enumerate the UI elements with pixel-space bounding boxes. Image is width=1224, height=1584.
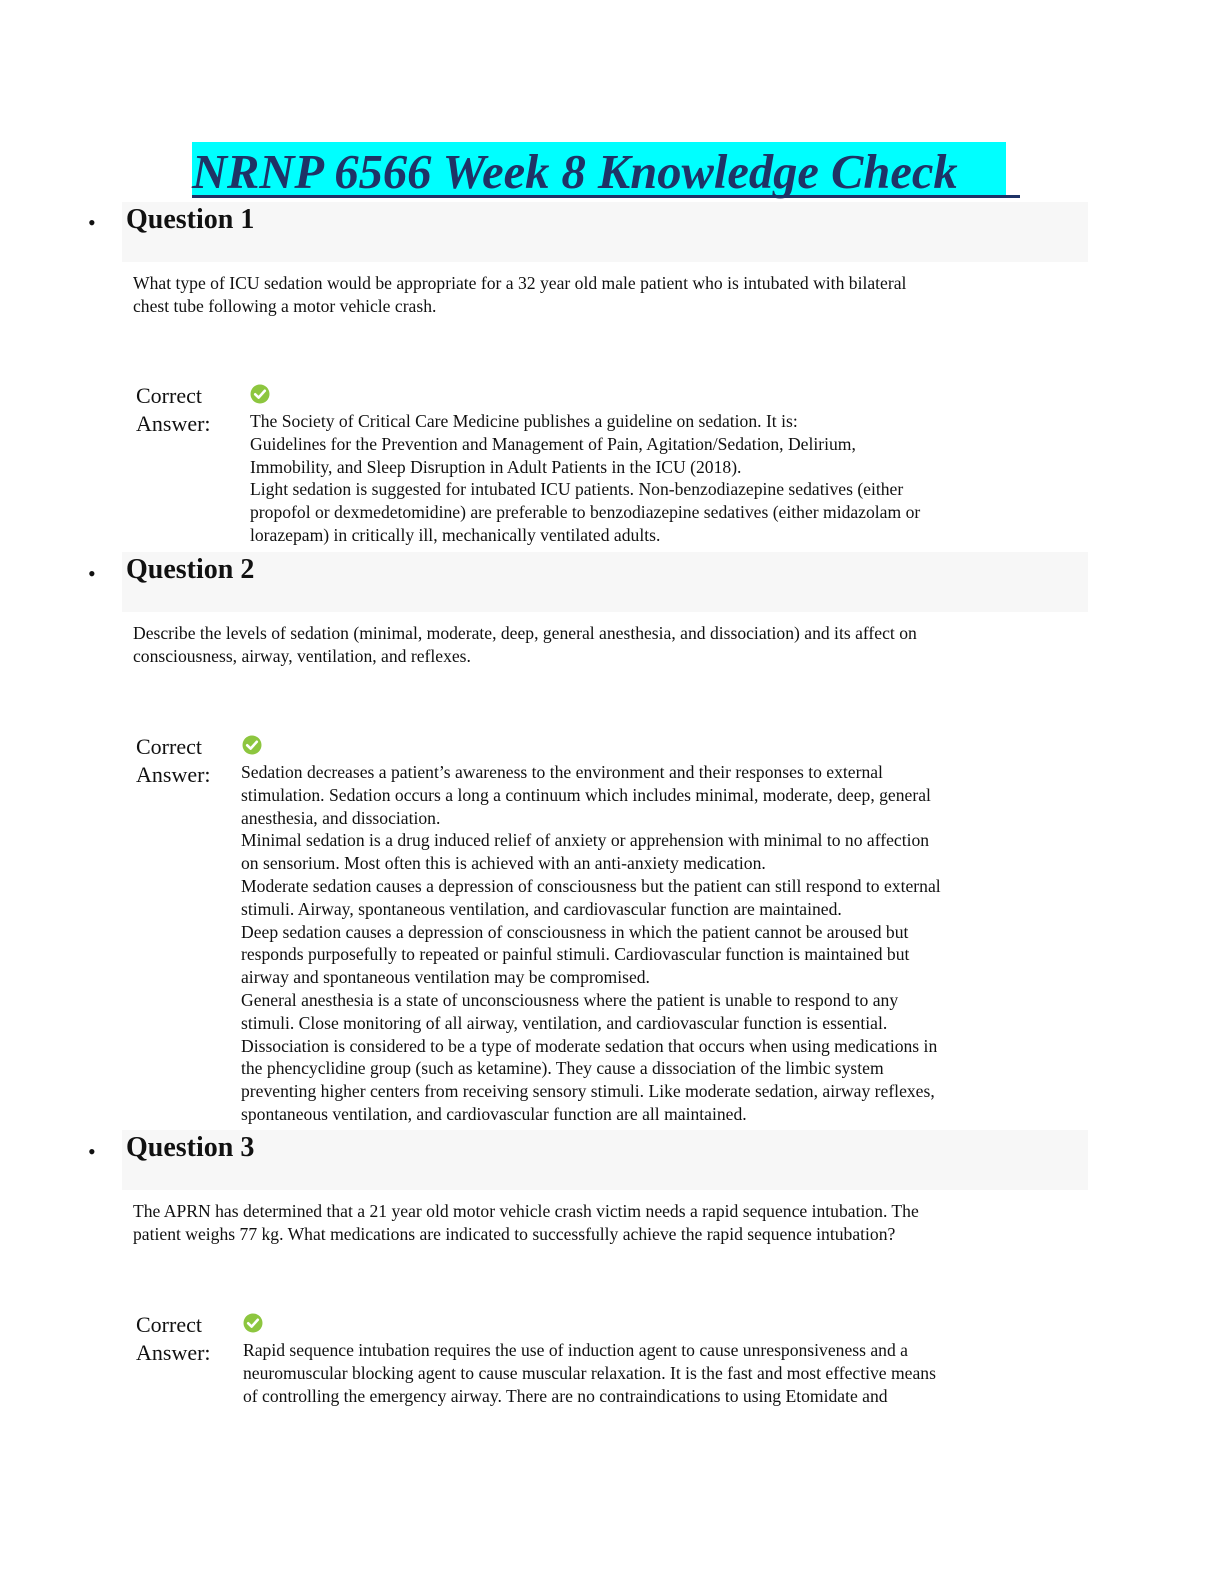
question-band [122, 552, 1088, 612]
answer-line: Guidelines for the Prevention and Manage… [250, 433, 856, 454]
question-text-line: The APRN has determined that a 21 year o… [133, 1201, 919, 1221]
answer-line: General anesthesia is a state of unconsc… [241, 989, 899, 1010]
correct-answer-label: Correct Answer: [136, 382, 211, 438]
answer-line: Light sedation is suggested for intubate… [250, 479, 904, 500]
answer-line: stimuli. Airway, spontaneous ventilation… [241, 898, 842, 919]
bullet-icon: • [88, 210, 96, 235]
answer-text: Sedation decreases a patient’s awareness… [241, 761, 941, 1126]
answer-line: on sensorium. Most often this is achieve… [241, 853, 766, 874]
answer-text: Rapid sequence intubation requires the u… [243, 1339, 936, 1407]
answer-line: responds purposefully to repeated or pai… [241, 944, 910, 965]
question-text-line: What type of ICU sedation would be appro… [133, 273, 907, 293]
answer-line: Minimal sedation is a drug induced relie… [241, 830, 930, 851]
question-text-line: patient weighs 77 kg. What medications a… [133, 1224, 896, 1244]
answer-label: Answer: [136, 762, 211, 787]
answer-line: The Society of Critical Care Medicine pu… [250, 411, 798, 431]
check-circle-icon [243, 1313, 263, 1333]
correct-answer-label: Correct Answer: [136, 1311, 211, 1367]
check-circle-icon [242, 735, 262, 755]
answer-line: propofol or dexmedetomidine) are prefera… [250, 502, 921, 523]
answer-line: spontaneous ventilation, and cardiovascu… [241, 1103, 747, 1124]
correct-label: Correct [136, 1312, 202, 1337]
question-text: What type of ICU sedation would be appro… [133, 272, 1033, 318]
answer-line: Dissociation is considered to be a type … [241, 1035, 938, 1056]
answer-line: Rapid sequence intubation requires the u… [243, 1340, 908, 1360]
answer-label: Answer: [136, 1340, 211, 1365]
document-title-block: NRNP 6566 Week 8 Knowledge Check [192, 142, 1020, 202]
answer-line: of controlling the emergency airway. The… [243, 1385, 888, 1406]
question-heading: Question 3 [126, 1132, 255, 1163]
bullet-icon: • [88, 1139, 96, 1164]
bullet-icon: • [88, 561, 96, 586]
answer-line: Moderate sedation causes a depression of… [241, 875, 941, 896]
answer-line: anesthesia, and dissociation. [241, 807, 441, 828]
question-text: Describe the levels of sedation (minimal… [133, 622, 1033, 668]
question-text: The APRN has determined that a 21 year o… [133, 1200, 1033, 1246]
title-underline [192, 195, 1020, 198]
answer-line: Immobility, and Sleep Disruption in Adul… [250, 456, 742, 477]
question-band [122, 202, 1088, 262]
correct-label: Correct [136, 734, 202, 759]
check-circle-icon [250, 384, 270, 404]
answer-line: stimulation. Sedation occurs a long a co… [241, 784, 931, 805]
question-text-line: Describe the levels of sedation (minimal… [133, 623, 917, 643]
question-heading: Question 2 [126, 554, 255, 585]
answer-line: Deep sedation causes a depression of con… [241, 921, 909, 942]
answer-text: The Society of Critical Care Medicine pu… [250, 410, 920, 547]
question-text-line: consciousness, airway, ventilation, and … [133, 646, 471, 666]
answer-line: the phencyclidine group (such as ketamin… [241, 1058, 884, 1079]
correct-label: Correct [136, 383, 202, 408]
answer-line: Sedation decreases a patient’s awareness… [241, 762, 883, 782]
correct-answer-label: Correct Answer: [136, 733, 211, 789]
answer-line: lorazepam) in critically ill, mechanical… [250, 524, 661, 545]
question-heading: Question 1 [126, 204, 255, 235]
answer-line: stimuli. Close monitoring of all airway,… [241, 1012, 888, 1033]
question-band [122, 1130, 1088, 1190]
answer-line: neuromuscular blocking agent to cause mu… [243, 1362, 936, 1383]
document-title: NRNP 6566 Week 8 Knowledge Check [192, 146, 958, 199]
title-highlight [192, 142, 1006, 198]
answer-label: Answer: [136, 411, 211, 436]
answer-line: airway and spontaneous ventilation may b… [241, 967, 650, 988]
question-text-line: chest tube following a motor vehicle cra… [133, 296, 437, 316]
answer-line: preventing higher centers from receiving… [241, 1081, 935, 1102]
